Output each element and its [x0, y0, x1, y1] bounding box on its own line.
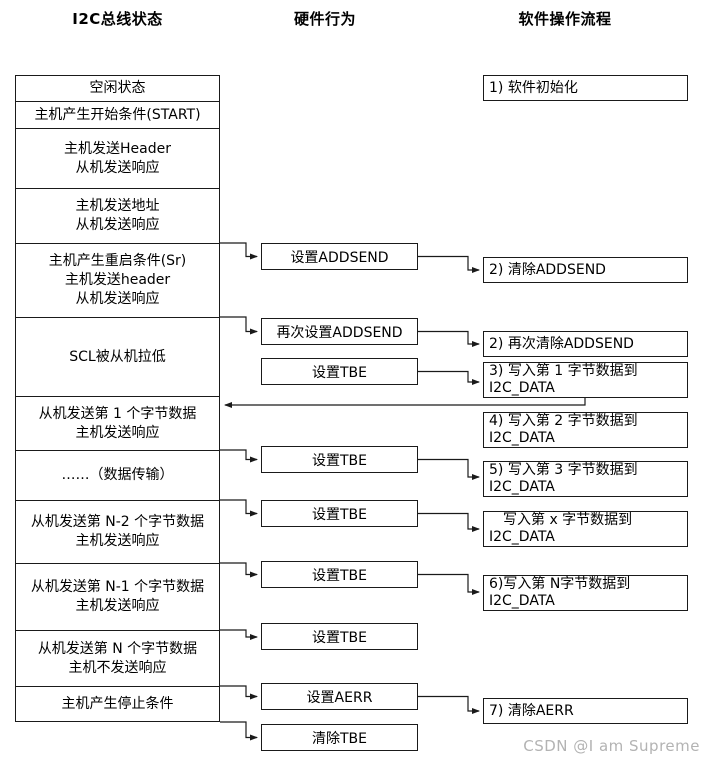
hardware-action-set-tbe-4: 设置TBE [261, 561, 418, 588]
bus-state-restart: 主机产生重启条件(Sr) 主机发送header 从机发送响应 [16, 244, 219, 318]
software-step-write-byte-n: 6)写入第 N字节数据到 I2C_DATA [483, 575, 688, 611]
watermark: CSDN @I am Supreme [523, 737, 700, 755]
bus-state-byte-n-2: 从机发送第 N-2 个字节数据 主机发送响应 [16, 501, 219, 564]
hardware-action-set-aerr: 设置AERR [261, 683, 418, 710]
hardware-action-set-tbe-3: 设置TBE [261, 500, 418, 527]
column-header-software: 软件操作流程 [518, 10, 612, 28]
bus-state-byte-n: 从机发送第 N 个字节数据 主机不发送响应 [16, 631, 219, 687]
column-header-bus-state: I2C总线状态 [72, 10, 163, 28]
software-step-init: 1) 软件初始化 [483, 75, 688, 101]
software-step-write-byte-2: 4) 写入第 2 字节数据到 I2C_DATA [483, 412, 688, 448]
software-step-write-byte-3: 5) 写入第 3 字节数据到 I2C_DATA [483, 461, 688, 497]
hardware-action-set-tbe-2: 设置TBE [261, 446, 418, 473]
hardware-action-set-tbe-1: 设置TBE [261, 358, 418, 385]
software-step-clear-addsend: 2) 清除ADDSEND [483, 257, 688, 283]
bus-state-data-transfer: ……（数据传输） [16, 451, 219, 501]
bus-state-start: 主机产生开始条件(START) [16, 102, 219, 129]
bus-state-column: 空闲状态 主机产生开始条件(START) 主机发送Header 从机发送响应 主… [15, 75, 220, 722]
software-step-write-byte-x: 写入第 x 字节数据到 I2C_DATA [483, 511, 688, 547]
software-step-clear-addsend-again: 2) 再次清除ADDSEND [483, 331, 688, 357]
bus-state-byte-1: 从机发送第 1 个字节数据 主机发送响应 [16, 397, 219, 451]
bus-state-send-address: 主机发送地址 从机发送响应 [16, 189, 219, 244]
software-step-write-byte-1: 3) 写入第 1 字节数据到 I2C_DATA [483, 362, 688, 398]
column-header-hardware: 硬件行为 [293, 10, 356, 28]
hardware-action-set-tbe-5: 设置TBE [261, 623, 418, 650]
hardware-action-set-addsend: 设置ADDSEND [261, 243, 418, 270]
hardware-action-set-addsend-again: 再次设置ADDSEND [261, 318, 418, 345]
bus-state-stop: 主机产生停止条件 [61, 695, 174, 712]
bus-state-send-header: 主机发送Header 从机发送响应 [16, 129, 219, 189]
bus-state-byte-n-1: 从机发送第 N-1 个字节数据 主机发送响应 [16, 564, 219, 631]
bus-state-scl-stretched: SCL被从机拉低 [16, 318, 219, 397]
bus-state-idle: 空闲状态 [16, 76, 219, 102]
hardware-action-clear-tbe: 清除TBE [261, 724, 418, 751]
software-step-clear-aerr: 7) 清除AERR [483, 698, 688, 724]
